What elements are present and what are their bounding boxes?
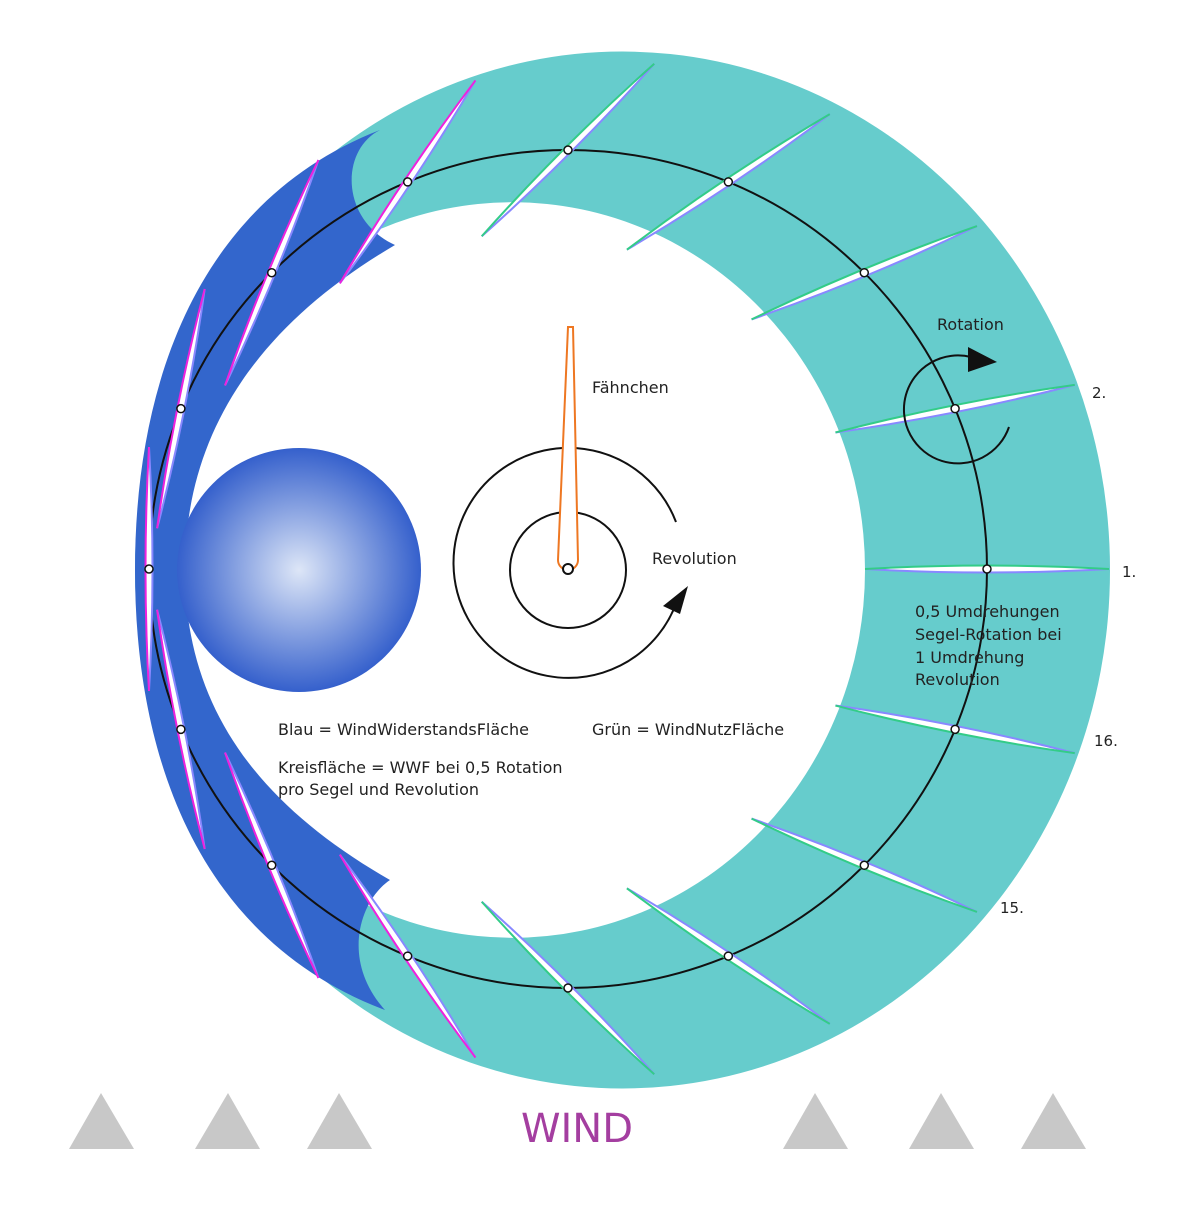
useful-area-ring — [134, 51, 1110, 1089]
sails-group — [144, 62, 1110, 1076]
sail-pivot — [950, 403, 960, 414]
ratio-line-3: 1 Umdrehung — [915, 648, 1024, 667]
ratio-line-1: 0,5 Umdrehungen — [915, 602, 1060, 621]
circle-area-line-2: pro Segel und Revolution — [278, 780, 479, 799]
sail-number-1: 1. — [1122, 563, 1136, 581]
sail-pivot — [402, 951, 413, 961]
ratio-line-4: Revolution — [915, 670, 1000, 689]
rotation-label: Rotation — [937, 315, 1004, 334]
sail-pivot — [176, 724, 186, 735]
resistance-area-ball — [177, 448, 421, 692]
sail-pivot — [176, 403, 186, 414]
vane-pivot — [562, 563, 574, 575]
wind-arrow-icon — [909, 1093, 974, 1149]
revolution-label: Revolution — [652, 549, 737, 568]
sail-pivot — [144, 564, 154, 574]
sail-number-16: 16. — [1094, 732, 1118, 750]
sail-pivot — [950, 724, 960, 735]
wind-arrow-icon — [307, 1093, 372, 1149]
circle-area-line-1: Kreisfläche = WWF bei 0,5 Rotation — [278, 758, 563, 777]
sail-number-15: 15. — [1000, 899, 1024, 917]
revolution-outer-arc — [452, 446, 678, 679]
sail-pivot — [563, 145, 573, 155]
revolution-arrow-icon — [663, 586, 688, 614]
wind-label: WIND — [521, 1106, 633, 1152]
sail-pivot — [723, 177, 734, 187]
rotation-arc — [902, 354, 1010, 465]
legend-green: Grün = WindNutzFläche — [592, 720, 784, 739]
sail-pivot — [859, 267, 870, 278]
rotation-arrow-icon — [968, 347, 997, 372]
wind-arrow-icon — [783, 1093, 848, 1149]
sail-pivot — [266, 267, 277, 278]
wind-arrow-icon — [69, 1093, 134, 1149]
vane-label: Fähnchen — [592, 378, 669, 397]
wind-arrow-icon — [1021, 1093, 1086, 1149]
wind-arrow-icon — [195, 1093, 260, 1149]
sail-number-2: 2. — [1092, 384, 1106, 402]
sail-pivot — [723, 951, 734, 961]
sail-pivot — [402, 177, 413, 187]
sail-pivot — [266, 860, 277, 871]
resistance-area — [135, 130, 395, 1010]
sail-pivot — [859, 860, 870, 871]
ratio-line-2: Segel-Rotation bei — [915, 625, 1062, 644]
sail-pivot — [563, 983, 573, 993]
legend-blue: Blau = WindWiderstandsFläche — [278, 720, 529, 739]
sail-pivot — [982, 564, 992, 574]
